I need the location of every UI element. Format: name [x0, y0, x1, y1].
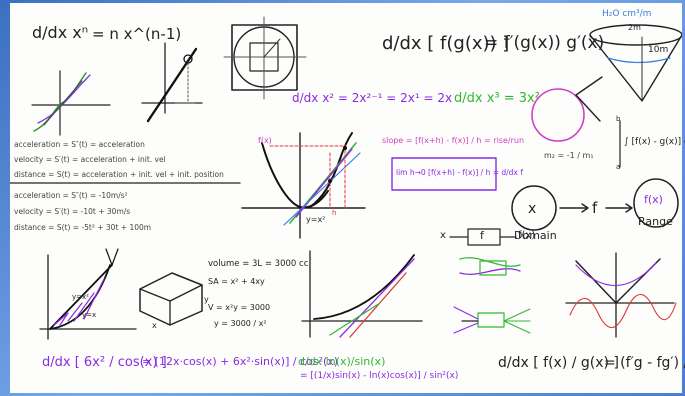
y-equation: y = 3000 / x² [214, 319, 267, 328]
power-example-b: d/dx x³ = 3x² [454, 91, 540, 106]
integral-lower: a [616, 163, 621, 171]
f-of-x-label: f(x) [258, 136, 272, 145]
area-lower-label: y=x [82, 311, 97, 319]
quotient-rule-lhs: d/dx [ f(x) / g(x) ] [498, 355, 619, 371]
perpendicular-slope: m₂ = -1 / m₁ [544, 151, 594, 160]
motion1-velocity: velocity = S′(t) = acceleration + init. … [14, 155, 166, 164]
ln-example-rhs: = [(1/x)sin(x) - ln(x)cos(x)] / sin²(x) [300, 371, 459, 381]
absolute-value-graph [565, 252, 677, 338]
function-f: f [592, 199, 598, 217]
water-cone-diagram [589, 24, 682, 102]
domain-label: Domain [514, 229, 557, 242]
power-rule-rhs: = n x^(n-1) [92, 25, 182, 43]
whiteboard-drawings [10, 16, 682, 340]
composition-f: f [480, 229, 484, 242]
power-curves-graph [31, 70, 111, 136]
motion1-distance: distance = S(t) = acceleration + init. v… [14, 170, 224, 179]
integral-expression: ∫ [f(x) - g(x)] dx [624, 137, 685, 147]
power-rule-lhs: d/dx xⁿ [32, 23, 89, 42]
domain-range-diagram [511, 178, 679, 231]
h-label: h [332, 209, 337, 217]
y-equals-x-squared-label: y=x² [306, 215, 326, 224]
slope-formula: slope = [f(x+h) - f(x)] / h = rise/run [382, 136, 525, 145]
composition-diagrams [453, 257, 531, 334]
area-between-curves-graph [39, 248, 137, 340]
chain-rule-rhs: = f′(g(x)) g′(x) [484, 33, 605, 53]
power-example-a: d/dx x² = 2x²⁻¹ = 2x¹ = 2x [292, 91, 453, 105]
quotient-example-rhs: = [12x·cos(x) + 6x²·sin(x)] / cos²(x) [142, 355, 339, 368]
motion2-distance: distance = S(t) = -5t² + 30t + 100m [14, 223, 152, 232]
quotient-rule-rhs: = (f′g - fg′) / g² [604, 355, 685, 371]
range-label: Range [638, 215, 673, 228]
range-value: f(x) [644, 193, 663, 206]
ln-example-lhs: d/dx ln(x)/sin(x) [298, 355, 386, 368]
surface-area: SA = x² + 4xy [208, 277, 265, 286]
area-upper-label: y=x² [72, 293, 89, 301]
composition-fx: f(x) [518, 230, 536, 241]
box-y-label: y [204, 295, 209, 304]
chain-rule-lhs: d/dx [ f(g(x)) ] [382, 33, 510, 54]
quotient-example-lhs: d/dx [ 6x² / cos(x) ] [42, 355, 167, 370]
box-diagram [139, 272, 203, 326]
integral-upper: b [616, 115, 621, 123]
whiteboard: d/dx xⁿ = n x^(n-1) d/dx [ f(g(x)) ] = f… [10, 3, 685, 393]
motion2-velocity: velocity = S′(t) = -10t + 30m/s [14, 207, 131, 216]
exponential-tangent-graph [301, 250, 423, 338]
domain-value: x [528, 201, 537, 217]
tangent-line-graph [141, 42, 203, 123]
motion2-accel: acceleration = S″(t) = -10m/s² [14, 191, 128, 200]
composition-x: x [440, 230, 446, 241]
volume-equation: V = x²y = 3000 [208, 303, 271, 312]
limit-definition-box [391, 157, 497, 191]
volume-title: volume = 3L = 3000 cc [208, 259, 309, 269]
function-machine [449, 228, 517, 246]
motion1-accel: acceleration = S″(t) = acceleration [14, 140, 145, 149]
limit-formula: lim h→0 [f(x+h) - f(x)] / h = d/dx f [396, 168, 523, 177]
cone-radius-label: 2m [628, 23, 641, 32]
cone-side-label: 10m [648, 45, 669, 55]
circle-tangent-diagram [531, 76, 603, 142]
inscribed-circle-diagram [223, 16, 307, 100]
cone-top-label: H₂O cm³/m [602, 9, 652, 19]
box-x-label: x [152, 321, 157, 330]
secant-graph [241, 132, 366, 239]
